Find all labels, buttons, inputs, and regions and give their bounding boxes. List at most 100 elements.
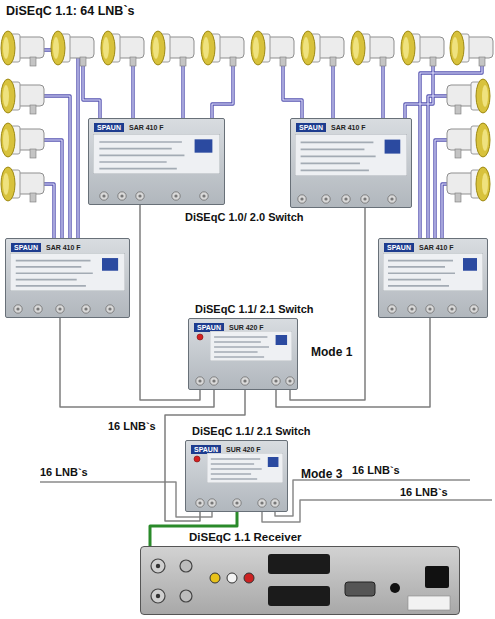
brand-badge: SPAUN [296,123,326,132]
spec-panel [383,253,483,291]
f-connector [136,192,144,200]
lnb [251,31,294,66]
coax-cable [290,208,365,400]
annotation-label: 16 LNB`s [40,466,88,478]
diagram-title: DiSEqC 1.1: 64 LNB`s [6,4,135,18]
lnb [101,31,144,66]
coax-cable [140,205,200,400]
f-connector-pin [156,564,160,568]
annotation-label: 16 LNB`s [108,420,156,432]
device-heading: DiSEqC 1.1/ 2.1 Switch [192,425,311,437]
warning-sticker [408,596,450,610]
f-connector [322,195,330,203]
relay-details [10,134,483,313]
coax-cable [276,318,430,407]
lnb-column [1,79,44,202]
model-label: SAR 410 F [46,243,81,252]
f-connector [470,305,478,313]
model-label: SUR 420 F [226,445,261,454]
lnb [401,31,444,66]
f-connector [448,305,456,313]
device-heading: DiSEqC 1.1/ 2.1 Switch [195,303,314,315]
lnb [151,31,194,66]
f-connector [200,192,208,200]
f-connector [272,377,280,385]
coax-cable [60,318,214,407]
f-connector [56,305,64,313]
f-connector [208,499,216,507]
lnb [51,31,94,66]
spec-panel [207,453,283,483]
power-socket [425,566,449,588]
f-connector [298,195,306,203]
spec-panel [295,134,407,176]
spec-panel [10,253,125,291]
f-connector [342,195,350,203]
rf-connector [180,590,192,602]
lnb [201,31,244,66]
optical-out [390,583,400,593]
lnb [301,31,344,66]
f-connector [196,377,204,385]
f-connector [408,305,416,313]
f-connector [233,499,241,507]
annotation-label: DiSEqC 1.0/ 2.0 Switch [185,211,304,223]
receiver-device: DiSEqC 1.1 Receiver [140,546,460,615]
f-connector [271,499,279,507]
f-connector [100,192,108,200]
f-connector [241,377,249,385]
f-connector [106,305,114,313]
antenna-relay: SPAUN SAR 410 F [5,238,130,318]
model-label: SAR 410 F [129,123,164,132]
lnb [1,167,44,202]
f-connector [14,305,22,313]
rca-jack [210,573,220,583]
status-led [194,456,200,462]
f-connector [388,195,396,203]
f-connector [82,305,90,313]
brand-badge: SPAUN [11,243,41,252]
f-connector [196,499,204,507]
switch-details [194,331,294,507]
diseqc-switch: DiSEqC 1.1/ 2.1 SwitchSPAUNSUR 420 FMode… [188,318,298,390]
spec-panel [210,331,292,361]
coax-cable [275,480,470,516]
model-label: SAR 410 F [419,243,454,252]
antenna-relay: SPAUN SAR 410 F [378,238,488,318]
annotation-label: 16 LNB`s [352,464,400,476]
lnb [1,79,44,114]
f-connector [388,305,396,313]
f-connector [258,499,266,507]
lnb [351,31,394,66]
spec-panel [93,134,220,174]
brand-badge: SPAUN [94,123,124,132]
brand-badge: SPAUN [191,445,221,454]
lnb [1,123,44,158]
coax-bundle [44,50,482,238]
coax-bundle-core [44,50,482,238]
f-connector [286,377,294,385]
f-connector [210,377,218,385]
serial-port [345,582,375,596]
receiver-back-panel [151,554,450,610]
scart-socket [268,554,330,574]
f-connector-pin [156,594,160,598]
device-heading: DiSEqC 1.1 Receiver [189,531,302,543]
f-connector [118,192,126,200]
diseqc-switch: DiSEqC 1.1/ 2.1 SwitchSPAUNSUR 420 FMode… [185,440,288,512]
mode-label: Mode 3 [301,467,342,481]
model-label: SUR 420 F [229,323,264,332]
f-connector [151,589,165,603]
f-connector [151,559,165,573]
model-label: SAR 410 F [331,123,366,132]
brand-badge: SPAUN [384,243,414,252]
f-connector [172,192,180,200]
coax-cable [262,500,492,522]
antenna-relay: SPAUN SAR 410 F [290,118,412,208]
lnb [447,167,490,202]
f-connector [361,195,369,203]
f-connector [426,305,434,313]
lnb [447,79,490,114]
mode-label: Mode 1 [311,345,352,359]
